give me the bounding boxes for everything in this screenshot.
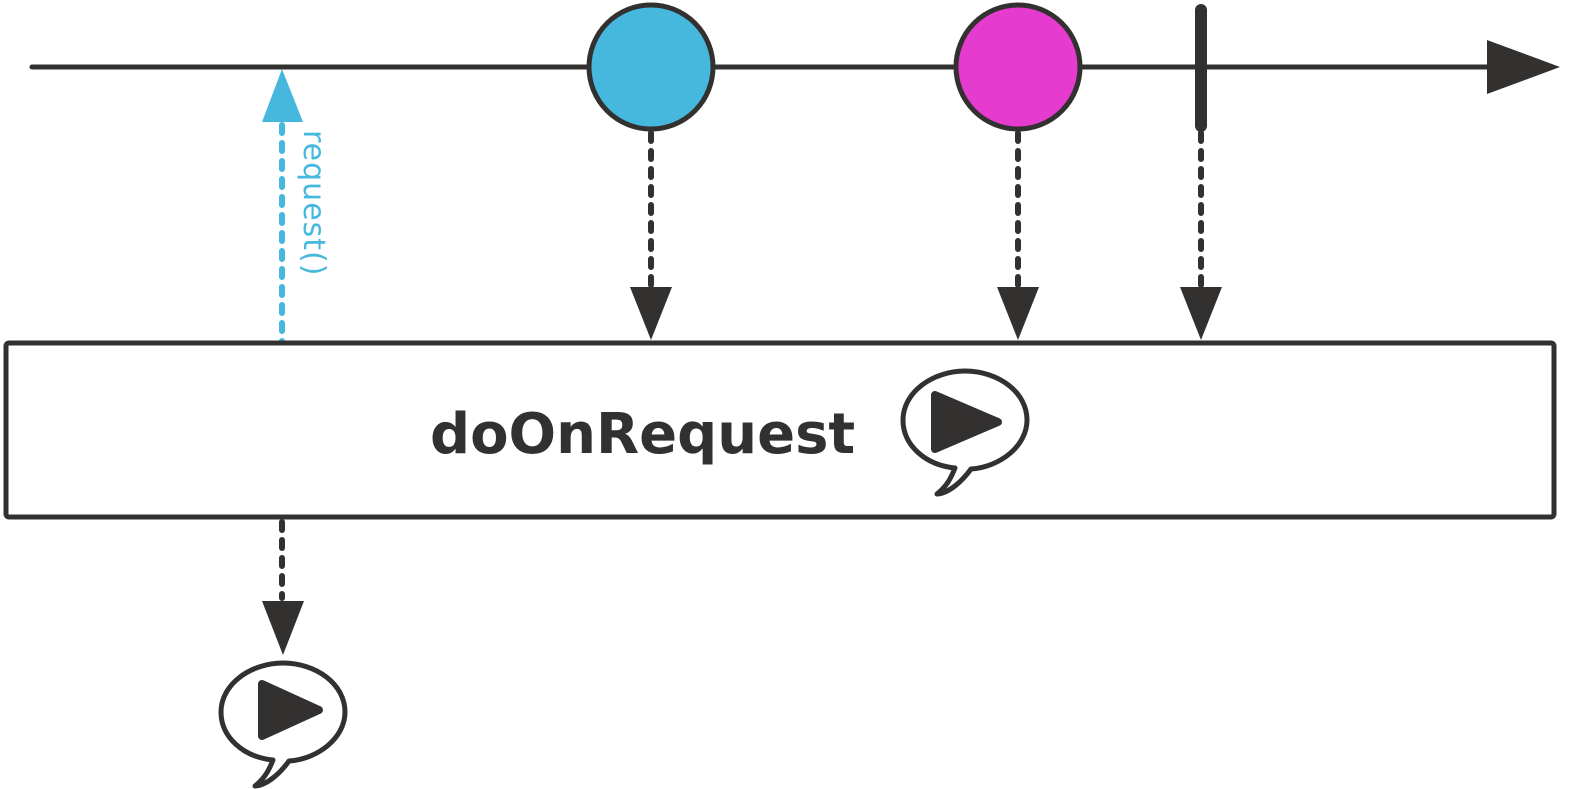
operator-box: doOnRequest bbox=[3, 340, 1557, 520]
blue-item-arrowhead bbox=[630, 287, 672, 340]
timeline-item-magenta bbox=[953, 2, 1083, 340]
request-label: request() bbox=[296, 130, 331, 276]
source-timeline bbox=[29, 40, 1560, 94]
magenta-item-arrowhead bbox=[997, 287, 1039, 340]
operator-label: doOnRequest bbox=[430, 402, 855, 467]
magenta-marble bbox=[953, 2, 1083, 132]
output-arrowhead bbox=[262, 601, 304, 655]
request-signal: request() bbox=[262, 69, 331, 345]
blue-marble bbox=[586, 2, 716, 132]
completion-arrowhead bbox=[1180, 287, 1222, 340]
request-arrowhead bbox=[262, 69, 303, 122]
output-signal bbox=[218, 519, 348, 789]
timeline-item-blue bbox=[586, 2, 716, 340]
timeline-arrowhead bbox=[1487, 40, 1560, 94]
completion-marker bbox=[1180, 4, 1222, 340]
play-triangle bbox=[258, 680, 323, 740]
play-triangle bbox=[931, 391, 1002, 453]
speech-bubble-play-icon bbox=[900, 368, 1030, 497]
operator-box-frame bbox=[3, 340, 1557, 520]
speech-bubble-play-icon bbox=[218, 660, 348, 789]
